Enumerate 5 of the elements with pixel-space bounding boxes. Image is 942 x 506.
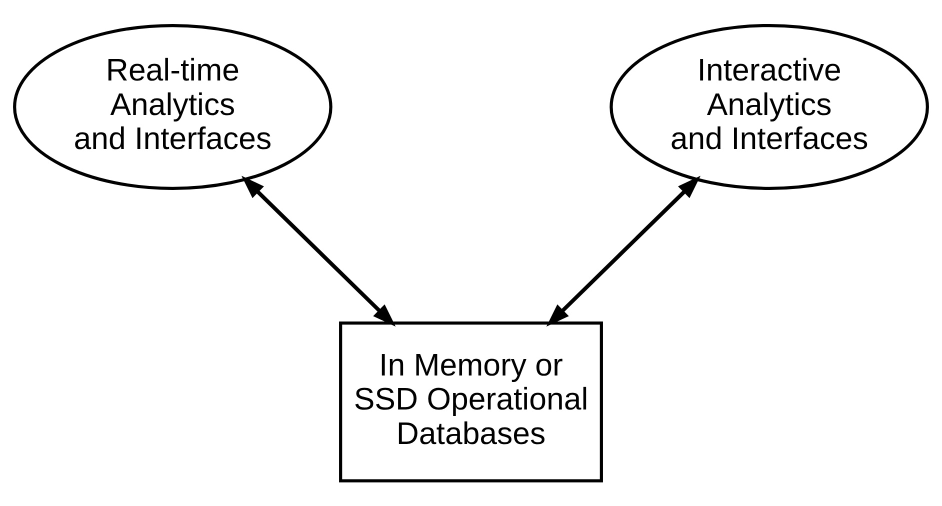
arrow <box>546 176 701 327</box>
node-ellipse: Real-time Analytics and Interfaces <box>13 24 332 190</box>
node-ellipse: Interactive Analytics and Interfaces <box>610 24 929 190</box>
node-box: In Memory or SSD Operational Databases <box>339 321 603 482</box>
arrow <box>241 176 396 327</box>
